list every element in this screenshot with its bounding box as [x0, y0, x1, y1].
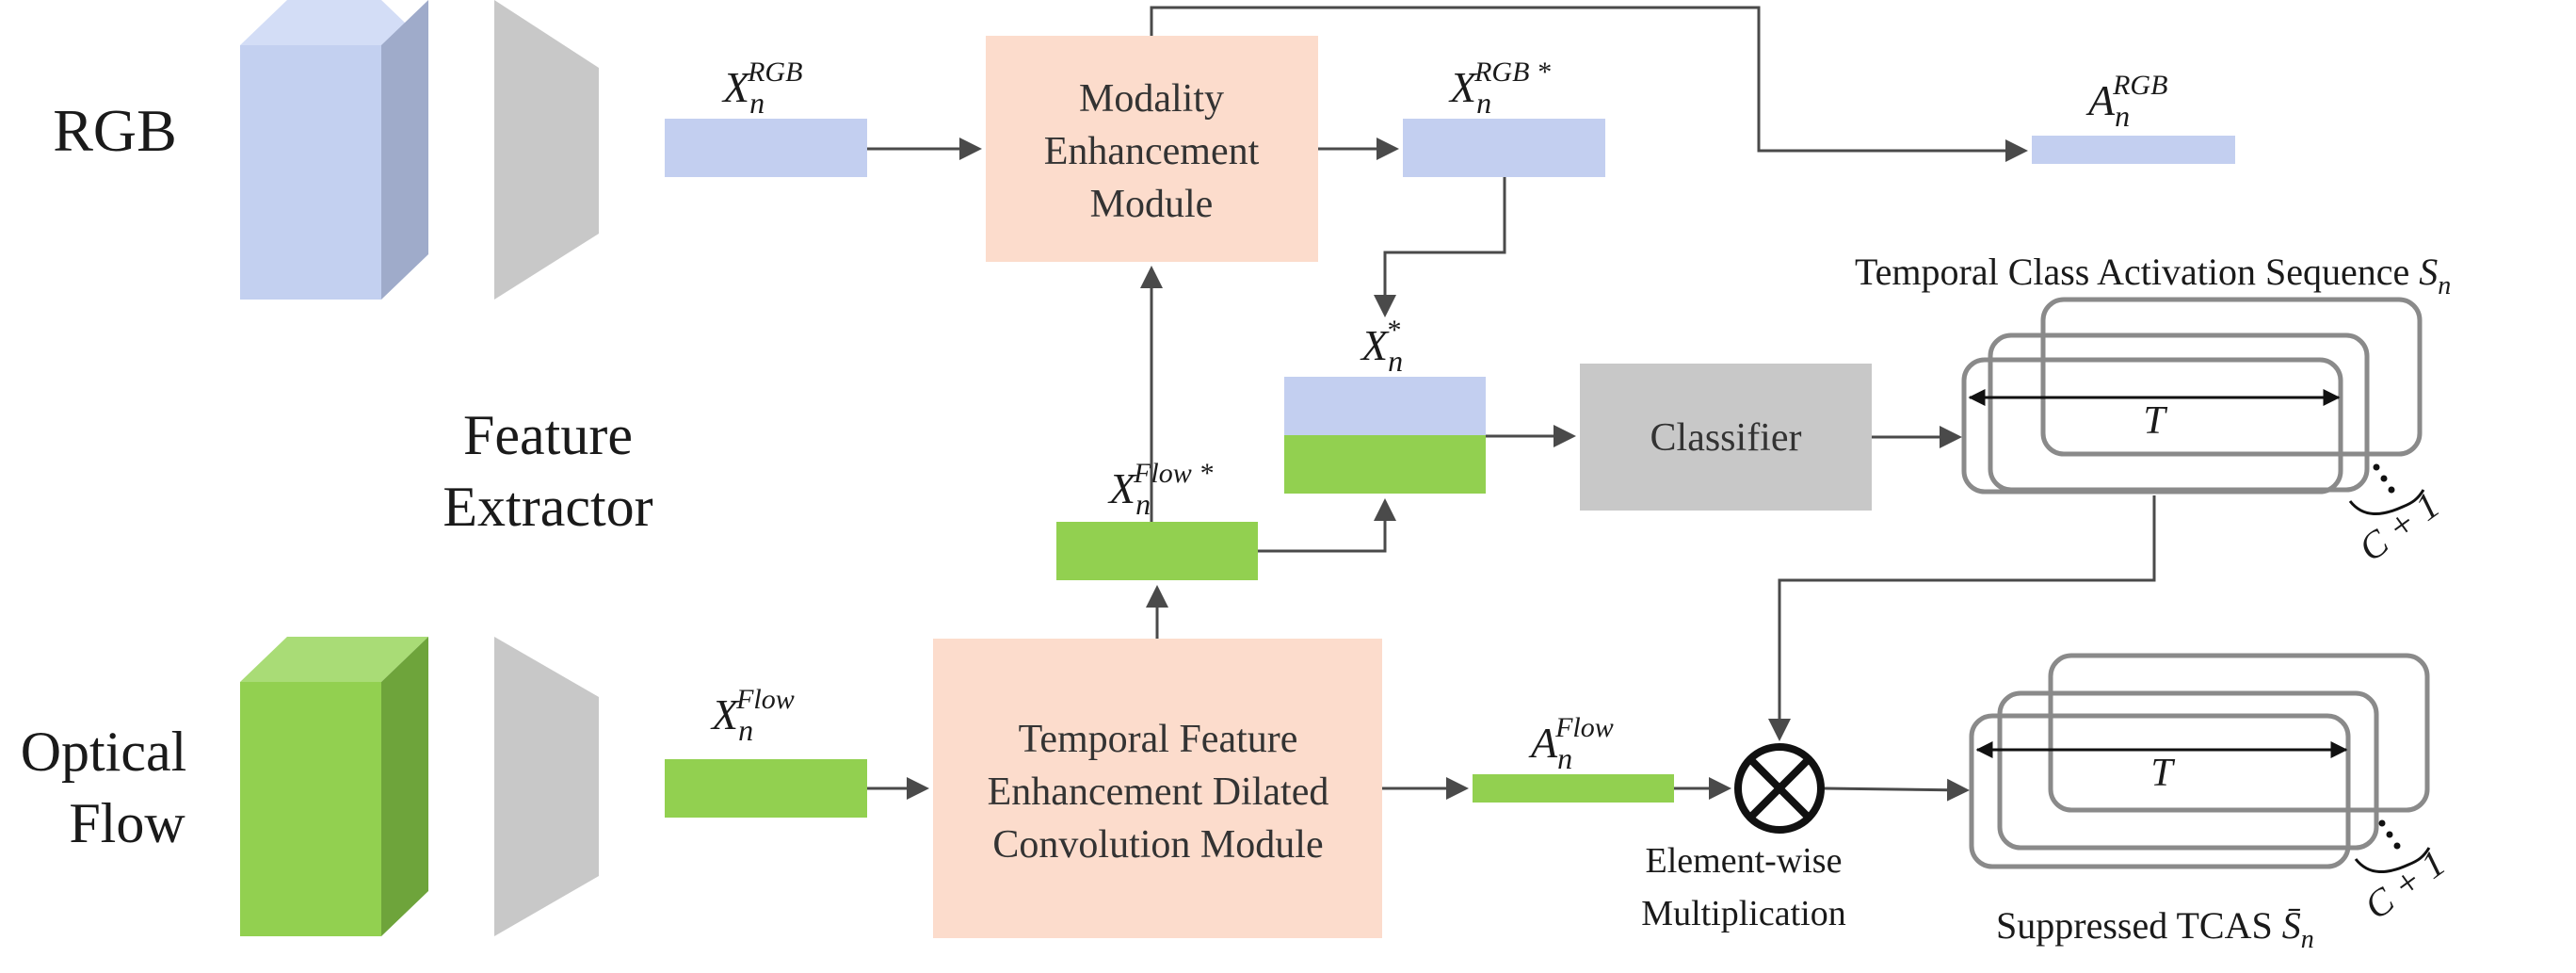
flow-cube [240, 637, 428, 936]
suppressed-tcas-frame-back [2048, 653, 2430, 813]
modality-enhancement-module-line2: Enhancement [1044, 130, 1260, 173]
tcas-frame-back [2040, 297, 2423, 457]
flow-cube-side [381, 637, 428, 936]
temporal-feature-enhancement-module-line3: Convolution Module [992, 823, 1323, 867]
element-wise-label-line1: Element-wise [1646, 841, 1843, 881]
tcas-ellipsis [2373, 463, 2395, 494]
feature-extractor-label-line2: Extractor [443, 476, 652, 538]
arrow-tcas-to-multiply [1768, 495, 2156, 741]
a-flow-bar [1473, 774, 1674, 803]
modality-enhancement-module-line3: Module [1090, 183, 1214, 226]
temporal-feature-enhancement-module [933, 639, 1382, 938]
arrow-mem-to-argb [1150, 6, 2028, 162]
rgb-cube-front [240, 45, 381, 300]
x-flow-star-bar [1056, 522, 1258, 580]
modality-enhancement-module-line1: Modality [1079, 77, 1224, 121]
arrow-xflowstar-to-xstar [1258, 498, 1396, 553]
tcas-frame-front [1961, 357, 2343, 495]
temporal-feature-enhancement-module-line1: Temporal Feature [1019, 718, 1298, 761]
flow-extractor-trapezoid [494, 637, 599, 936]
connectors [867, 6, 2156, 802]
x-star-bar-rgb-half [1284, 377, 1486, 435]
a-rgb-symbol: AnRGB [2085, 70, 2167, 133]
suppressed-tcas-t-label: T [2150, 752, 2175, 795]
tcas-t-label: T [2143, 399, 2167, 443]
classifier-label: Classifier [1650, 416, 1802, 460]
tcas-brace [2348, 489, 2425, 516]
rgb-extractor-trapezoid [494, 0, 599, 300]
x-rgb-bar [665, 119, 867, 177]
arrow-multiply-to-suppressed-tcas [1824, 778, 1970, 802]
tcas-c-label: C + 1 [2351, 483, 2447, 569]
x-rgb-star-bar [1403, 119, 1605, 177]
suppressed-tcas-ellipsis [2378, 819, 2401, 850]
suppressed-tcas-frame-front [1969, 713, 2351, 869]
x-star-bar-flow-half [1284, 435, 1486, 494]
optical-flow-label-line2: Flow [69, 792, 185, 854]
x-flow-symbol: XnFlow [710, 684, 795, 747]
suppressed-tcas-stack: T C + 1 [1969, 653, 2453, 928]
x-star-symbol: Xn* [1360, 315, 1403, 378]
flow-cube-top [240, 637, 428, 682]
tcas-stack: T C + 1 [1961, 297, 2447, 570]
x-flow-bar [665, 759, 867, 818]
x-flow-star-symbol: XnFlow * [1107, 458, 1213, 521]
flow-cube-front [240, 682, 381, 936]
arrow-xrgbstar-to-xstar [1374, 177, 1506, 317]
classifier-box [1580, 364, 1872, 511]
optical-flow-label-line1: Optical [21, 721, 187, 783]
suppressed-tcas-frame-middle [1997, 690, 2379, 851]
a-rgb-bar [2032, 136, 2235, 164]
temporal-feature-enhancement-module-line2: Enhancement Dilated [988, 770, 1329, 814]
feature-extractor-label-line1: Feature [463, 404, 633, 466]
suppressed-tcas-c-label: C + 1 [2357, 841, 2453, 927]
x-rgb-star-symbol: XnRGB * [1448, 57, 1551, 120]
rgb-label: RGB [53, 97, 177, 164]
suppressed-tcas-brace [2354, 847, 2431, 874]
a-flow-symbol: AnFlow [1528, 712, 1614, 775]
element-wise-label-line2: Multiplication [1641, 894, 1845, 933]
rgb-cube [240, 0, 428, 300]
modality-enhancement-module [986, 36, 1318, 262]
rgb-cube-top [240, 0, 428, 45]
rgb-cube-side [381, 0, 428, 300]
circled-times-icon [1734, 743, 1825, 834]
x-rgb-symbol: XnRGB [721, 57, 802, 120]
